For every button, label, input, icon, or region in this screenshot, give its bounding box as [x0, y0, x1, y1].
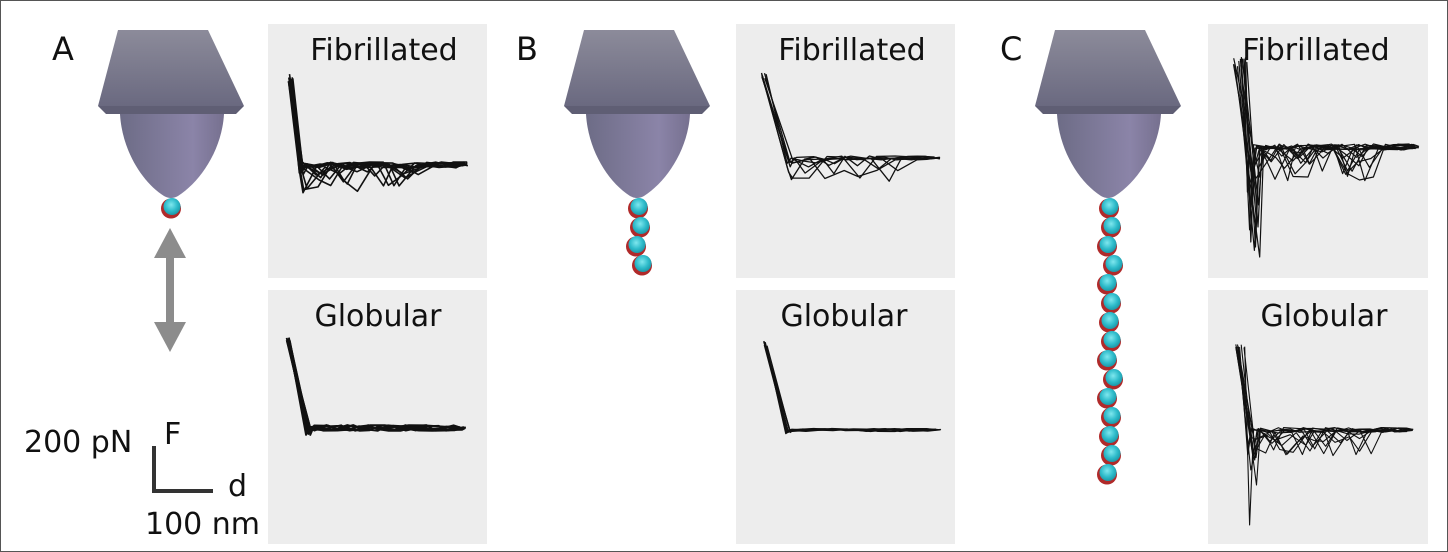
force-curves-b-fibrillated — [760, 72, 941, 182]
scale-distance-value: 100 nm — [145, 507, 260, 542]
force-curve-trace — [287, 341, 467, 434]
force-curves-a-fibrillated — [287, 73, 469, 194]
bead — [1103, 407, 1121, 424]
bead — [1105, 369, 1123, 386]
force-curve-trace — [291, 77, 463, 187]
plot-title-c-top: Fibrillated — [1242, 33, 1389, 68]
protein-chain-b — [626, 198, 652, 276]
bead — [628, 236, 646, 253]
plot-title-b-top: Fibrillated — [778, 33, 925, 68]
force-curve-trace — [763, 73, 935, 168]
force-curve-trace — [290, 78, 469, 176]
afm-tip-a — [98, 30, 244, 198]
plot-title-b-bottom: Globular — [780, 299, 908, 334]
bead — [1099, 388, 1117, 405]
plot-box-b-fibrillated — [736, 24, 955, 278]
force-curves-c-globular — [1235, 344, 1414, 526]
plot-box-b-globular — [736, 290, 955, 544]
force-curve-trace — [1239, 58, 1419, 181]
bead — [632, 217, 650, 234]
bead — [1103, 331, 1121, 348]
bead — [163, 198, 181, 215]
afm-tip-b — [564, 30, 710, 198]
force-curve-trace — [1233, 58, 1419, 178]
bead — [1103, 217, 1121, 234]
afm-tip-c — [1035, 30, 1181, 198]
force-curve-trace — [1236, 66, 1416, 251]
scale-force-axis: F — [164, 417, 181, 452]
bead — [1101, 312, 1119, 329]
force-curves-b-globular — [763, 340, 942, 435]
force-curve-trace — [1236, 346, 1411, 452]
force-curve-trace — [1243, 347, 1408, 459]
bead — [630, 198, 648, 215]
scale-distance-axis: d — [228, 469, 247, 504]
double-arrow-icon — [154, 228, 186, 352]
panel-letter-b: B — [516, 30, 538, 68]
force-curve-trace — [289, 79, 463, 177]
bead — [1099, 236, 1117, 253]
force-curve-trace — [763, 341, 940, 434]
force-curve-trace — [761, 76, 935, 179]
panel-letter-c: C — [1000, 30, 1022, 68]
panel-letter-a: A — [52, 30, 74, 68]
force-curves-c-fibrillated — [1232, 56, 1420, 258]
bead — [1101, 426, 1119, 443]
plot-box-a-fibrillated — [268, 24, 487, 278]
bead — [1103, 293, 1121, 310]
bead — [634, 255, 652, 272]
bead — [1103, 445, 1121, 462]
bead — [1101, 198, 1119, 215]
plot-title-a-top: Fibrillated — [310, 33, 457, 68]
scale-bar: 200 pN F d 100 nm — [24, 417, 260, 542]
protein-chain-a — [161, 198, 181, 219]
scale-force-value: 200 pN — [24, 425, 132, 460]
protein-chain-c — [1097, 198, 1123, 485]
force-curve-trace — [1235, 346, 1408, 456]
bead — [1105, 255, 1123, 272]
plot-title-c-bottom: Globular — [1260, 299, 1388, 334]
bead — [1099, 464, 1117, 481]
bead — [1099, 350, 1117, 367]
plot-title-a-bottom: Globular — [314, 299, 442, 334]
bead — [1099, 274, 1117, 291]
force-curves-a-globular — [285, 337, 467, 436]
